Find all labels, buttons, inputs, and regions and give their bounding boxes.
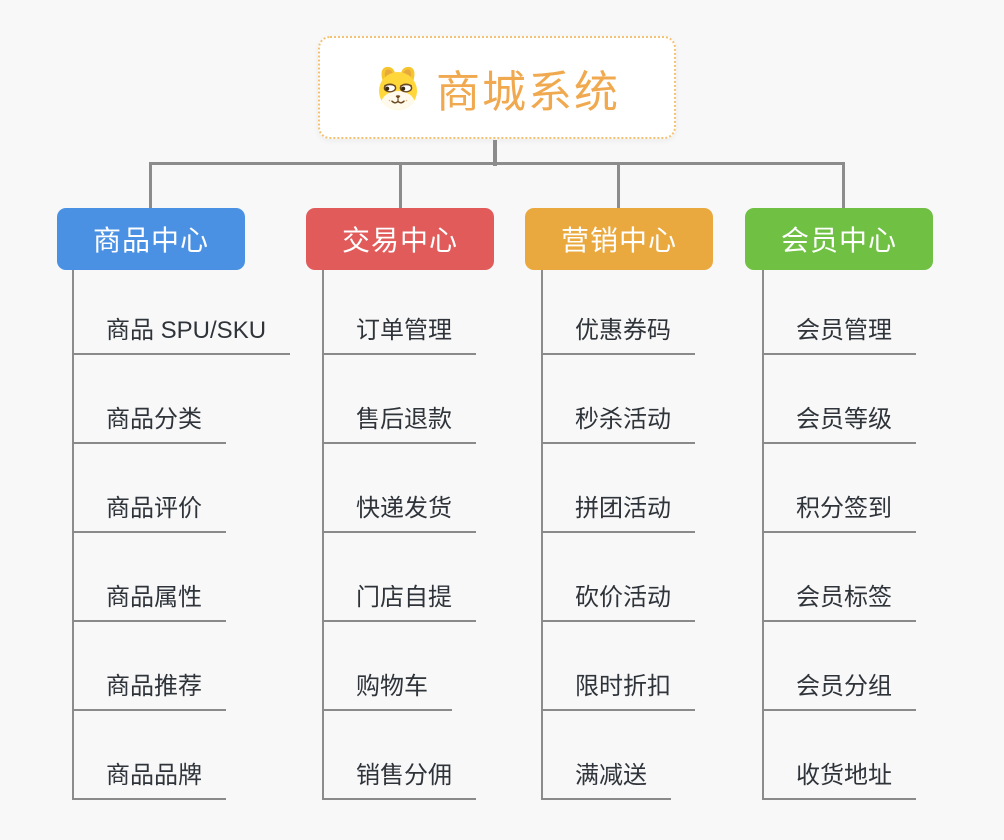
tree-node-item[interactable]: 商品 SPU/SKU bbox=[72, 310, 291, 355]
branch-product-children: 商品 SPU/SKU 商品分类 商品评价 商品属性 商品推荐 商品品牌 bbox=[72, 270, 291, 800]
tree-node-item[interactable]: 砍价活动 bbox=[541, 577, 695, 622]
connector-drop-product bbox=[149, 162, 152, 208]
tree-node-item[interactable]: 商品品牌 bbox=[72, 755, 226, 800]
tree-node-item[interactable]: 商品推荐 bbox=[72, 666, 226, 711]
tree-node-item[interactable]: 满减送 bbox=[541, 755, 671, 800]
connector-root-stub bbox=[493, 140, 497, 166]
branch-trade-center[interactable]: 交易中心 bbox=[306, 208, 494, 270]
root-node[interactable]: 商城系统 bbox=[318, 36, 676, 139]
branch-marketing-children: 优惠券码 秒杀活动 拼团活动 砍价活动 限时折扣 满减送 bbox=[541, 270, 695, 800]
connector-horizontal-bar bbox=[149, 162, 845, 165]
tree-node-item[interactable]: 优惠券码 bbox=[541, 310, 695, 355]
tree-node-item[interactable]: 会员管理 bbox=[762, 310, 916, 355]
root-title: 商城系统 bbox=[436, 67, 620, 117]
tree-node-item[interactable]: 门店自提 bbox=[322, 577, 476, 622]
branch-trade-children: 订单管理 售后退款 快递发货 门店自提 购物车 销售分佣 bbox=[322, 270, 476, 800]
tree-node-item[interactable]: 商品评价 bbox=[72, 488, 226, 533]
tree-node-item[interactable]: 会员标签 bbox=[762, 577, 916, 622]
branch-member-center[interactable]: 会员中心 bbox=[745, 208, 933, 270]
tree-node-item[interactable]: 快递发货 bbox=[322, 488, 476, 533]
tree-node-item[interactable]: 购物车 bbox=[322, 666, 452, 711]
tree-node-item[interactable]: 限时折扣 bbox=[541, 666, 695, 711]
connector-drop-marketing bbox=[617, 162, 620, 208]
tree-node-item[interactable]: 积分签到 bbox=[762, 488, 916, 533]
tree-node-item[interactable]: 商品属性 bbox=[72, 577, 226, 622]
tree-node-item[interactable]: 会员等级 bbox=[762, 399, 916, 444]
tree-node-item[interactable]: 收货地址 bbox=[762, 755, 916, 800]
tree-node-item[interactable]: 销售分佣 bbox=[322, 755, 476, 800]
tree-node-item[interactable]: 秒杀活动 bbox=[541, 399, 695, 444]
branch-member-children: 会员管理 会员等级 积分签到 会员标签 会员分组 收货地址 bbox=[762, 270, 916, 800]
branch-product-center[interactable]: 商品中心 bbox=[57, 208, 245, 270]
branch-marketing-center[interactable]: 营销中心 bbox=[525, 208, 713, 270]
tree-node-item[interactable]: 会员分组 bbox=[762, 666, 916, 711]
connector-drop-trade bbox=[399, 162, 402, 208]
tree-node-item[interactable]: 售后退款 bbox=[322, 399, 476, 444]
tree-node-item[interactable]: 商品分类 bbox=[72, 399, 226, 444]
tree-node-item[interactable]: 订单管理 bbox=[322, 310, 476, 355]
tree-node-item[interactable]: 拼团活动 bbox=[541, 488, 695, 533]
dog-face-icon bbox=[379, 66, 417, 110]
connector-drop-member bbox=[842, 162, 845, 208]
